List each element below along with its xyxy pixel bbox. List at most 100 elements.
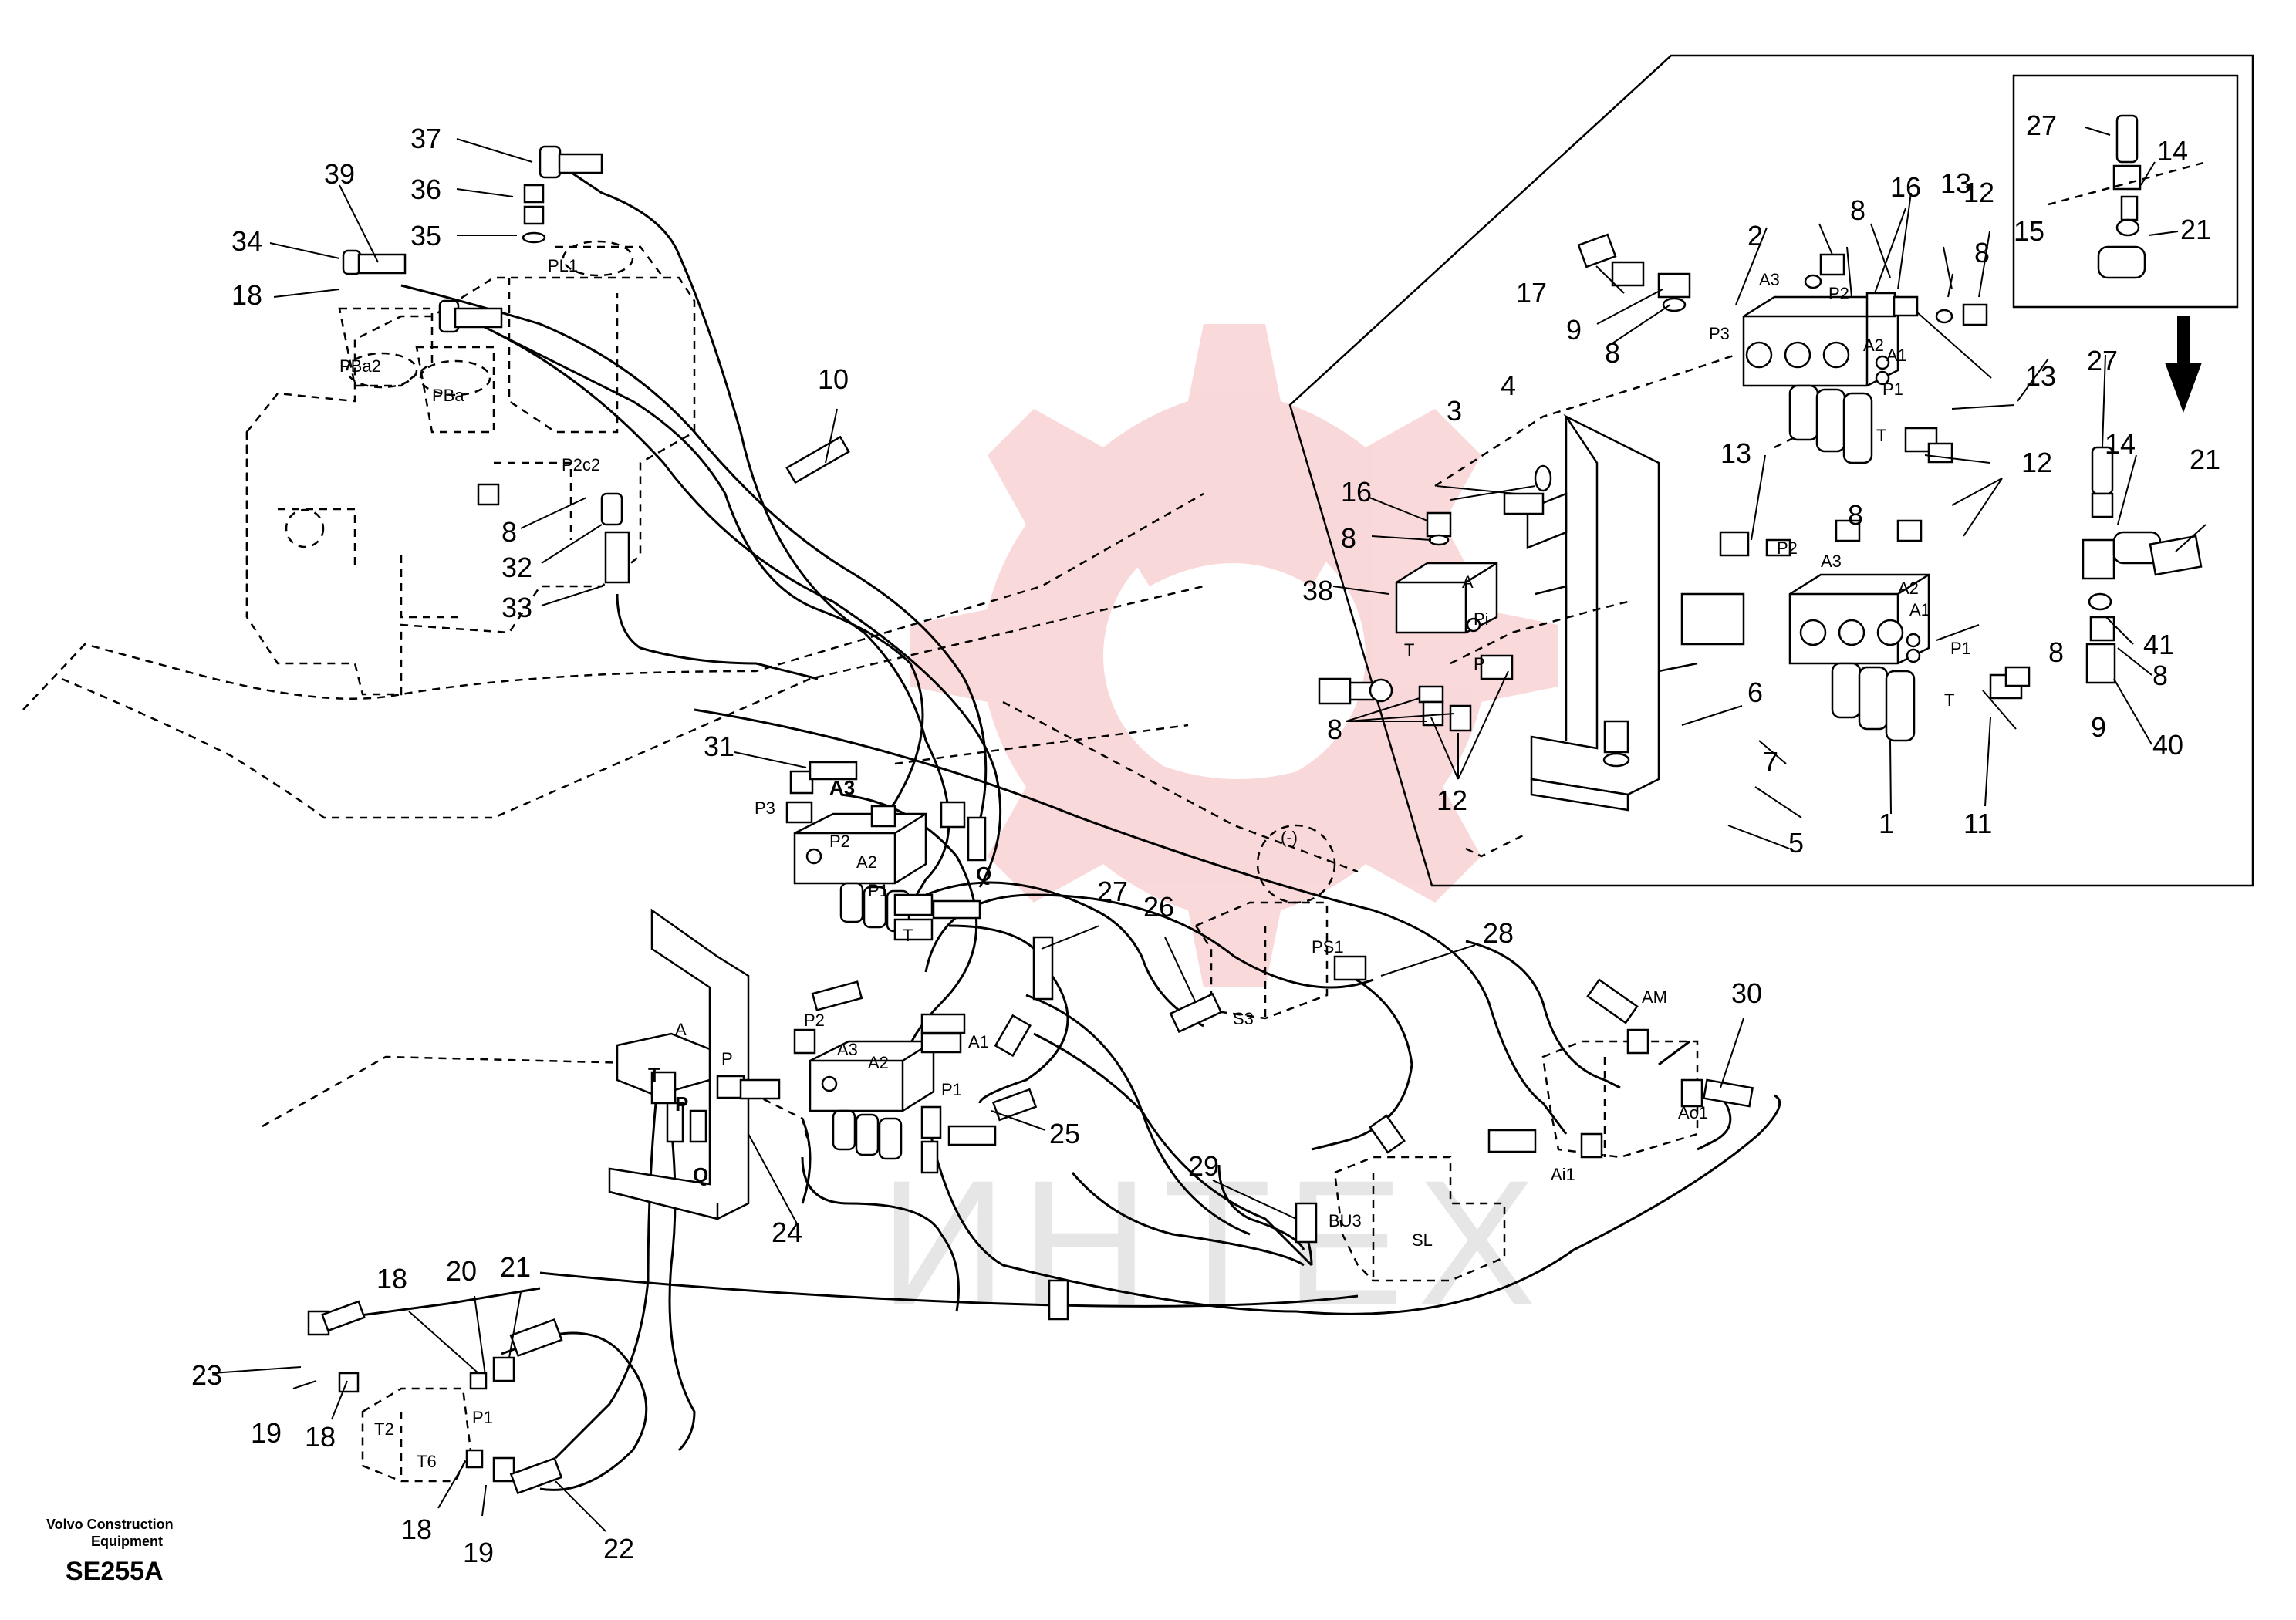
inset-port-p2: P2 [1828, 284, 1849, 303]
callout-4: 4 [1501, 370, 1516, 401]
callout-11: 11 [1963, 808, 1992, 839]
port-sl: SL [1412, 1230, 1433, 1250]
callout-14b: 14 [2105, 428, 2136, 460]
port-p-top: P [721, 1049, 733, 1068]
callout-13: 13 [1940, 167, 1971, 199]
callout-24: 24 [772, 1217, 802, 1248]
callout-18c: 18 [305, 1421, 336, 1453]
callout-2: 2 [1747, 220, 1763, 251]
port-q-lower: Q [693, 1163, 708, 1186]
inset-port-p2b: P2 [1777, 538, 1798, 558]
port-t-upper: T [903, 926, 913, 945]
callout-20: 20 [446, 1255, 477, 1287]
callout-9b: 9 [2091, 711, 2106, 743]
port-a-bracket: A [675, 1020, 687, 1039]
callout-8d: 8 [1974, 237, 1990, 268]
callout-12c: 12 [1437, 785, 1467, 816]
port-p1-lower: P1 [941, 1080, 962, 1099]
port-a2-lower: A2 [868, 1053, 889, 1072]
port-bu3: BU3 [1329, 1211, 1362, 1230]
inset-port-pi: Pi [1474, 609, 1489, 629]
callout-26: 26 [1143, 891, 1174, 923]
callout-40: 40 [2152, 729, 2183, 761]
port-p1-upper: P1 [868, 881, 889, 900]
port-t6: T6 [417, 1452, 437, 1471]
bu3-sl-block [1333, 1156, 1506, 1282]
callout-8c: 8 [1850, 194, 1866, 226]
sub-inset-border [2012, 74, 2239, 309]
port-pl1: PL1 [548, 256, 578, 275]
callout-18: 18 [231, 279, 262, 311]
inset-port-p-38: P [1474, 654, 1485, 673]
footer-drawing-id: SE255A [66, 1557, 164, 1586]
inset-port-p3: P3 [1709, 324, 1730, 343]
callout-38: 38 [1302, 575, 1333, 606]
inset-port-a1b: A1 [1909, 600, 1930, 619]
port-a3-lower: A3 [837, 1040, 858, 1059]
port-a3-upper: A3 [829, 776, 855, 799]
callout-39: 39 [324, 158, 355, 190]
port-a1-lower: A1 [968, 1032, 989, 1051]
callout-41: 41 [2143, 629, 2174, 660]
port-a2-upper: A2 [856, 852, 877, 872]
detail-inset-border [1288, 54, 2254, 887]
callout-16: 16 [1890, 171, 1921, 203]
callout-12: 12 [1963, 177, 1994, 208]
callout-27c: 27 [2087, 345, 2118, 376]
callout-10: 10 [818, 363, 849, 395]
detail-inset-drawing [1318, 114, 2207, 858]
callout-33: 33 [501, 592, 532, 623]
callout-8b: 8 [2152, 660, 2168, 691]
port-s3: S3 [1233, 1009, 1254, 1028]
port-t-bracket: T [648, 1063, 660, 1086]
arrow-down-icon [2165, 316, 2202, 413]
inset-port-t: T [1876, 426, 1886, 445]
callout-16b: 16 [1341, 476, 1372, 508]
port-t2: T2 [374, 1419, 394, 1439]
watermark-logo [910, 324, 1558, 987]
callout-14: 14 [2157, 135, 2188, 167]
callout-8i: 8 [2048, 636, 2064, 668]
am-ao1-block [1541, 1040, 1699, 1159]
callout-21: 21 [500, 1251, 531, 1283]
callout-36: 36 [410, 174, 441, 205]
port-p1-block: P1 [472, 1408, 493, 1427]
callout-31: 31 [704, 731, 734, 762]
callout-18b: 18 [376, 1263, 407, 1294]
callout-12b: 12 [2021, 447, 2052, 478]
callout-6: 6 [1747, 677, 1763, 708]
fittings-main [307, 145, 1754, 1495]
callout-22: 22 [603, 1533, 634, 1564]
inset-port-a1: A1 [1886, 346, 1907, 365]
callout-29: 29 [1188, 1150, 1219, 1182]
lower-valve-block [809, 1040, 935, 1160]
callout-23: 23 [191, 1359, 222, 1391]
callout-27b: 27 [2026, 110, 2057, 141]
callout-37: 37 [410, 123, 441, 154]
callout-3: 3 [1447, 395, 1462, 427]
inset-port-a2b: A2 [1898, 579, 1919, 598]
inset-port-t-38: T [1404, 640, 1414, 660]
port-ai1: Ai1 [1551, 1165, 1575, 1184]
port-q-upper: Q [976, 862, 991, 886]
port-p2-upper: P2 [829, 832, 850, 851]
callout-5: 5 [1788, 827, 1804, 859]
port-pba2: PBa2 [339, 356, 381, 376]
callout-9: 9 [1566, 314, 1582, 346]
leader-lines [211, 127, 2207, 1532]
callout-25: 25 [1049, 1118, 1080, 1149]
callout-15: 15 [2014, 215, 2044, 247]
main-bracket [608, 908, 750, 1220]
callout-32: 32 [501, 552, 532, 583]
callout-8h: 8 [1327, 714, 1342, 745]
callout-18d: 18 [401, 1514, 432, 1545]
port-am: AM [1642, 987, 1667, 1007]
callout-1: 1 [1879, 808, 1894, 839]
callout-28: 28 [1483, 917, 1514, 949]
callout-17: 17 [1516, 277, 1547, 309]
main-control-valve [245, 240, 696, 696]
port-pba: PBa [432, 386, 464, 405]
callout-8f: 8 [1848, 499, 1863, 531]
